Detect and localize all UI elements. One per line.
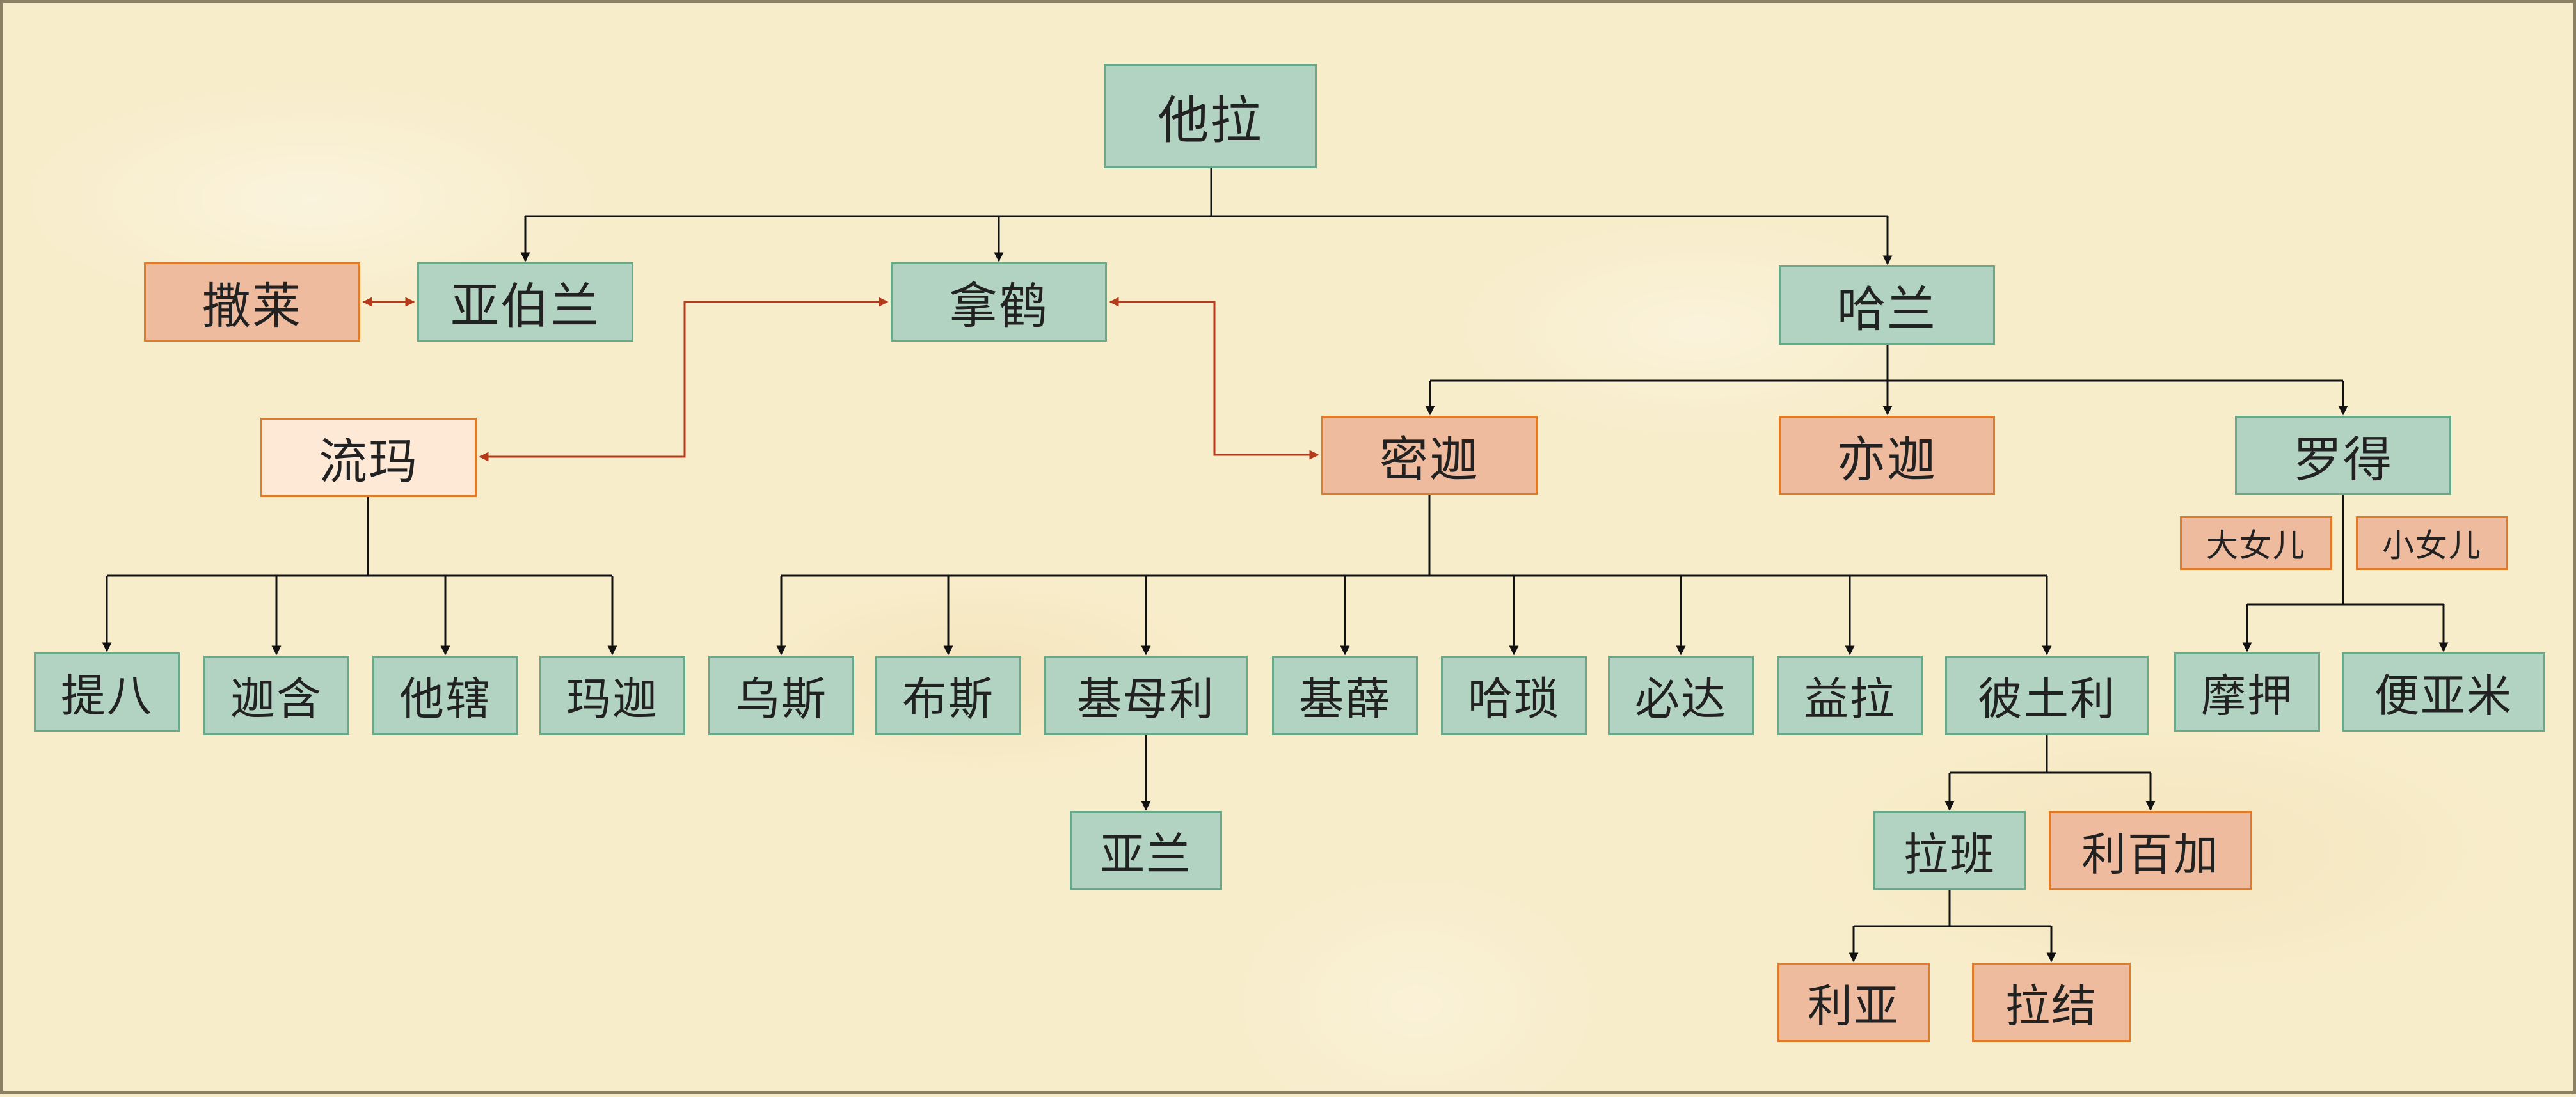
- node-reumah: 流玛: [260, 418, 477, 497]
- node-sarai: 撒莱: [144, 262, 360, 342]
- connector-layer: [102, 168, 2449, 963]
- node-milcah: 密迦: [1321, 416, 1538, 495]
- node-pildash: 必达: [1608, 656, 1754, 735]
- node-nahor: 拿鹤: [891, 262, 1107, 342]
- node-uz: 乌斯: [708, 656, 854, 735]
- node-leah: 利亚: [1777, 963, 1930, 1042]
- node-kemuel: 基母利: [1044, 656, 1248, 735]
- node-lot-elder-daughter: 大女儿: [2180, 516, 2332, 570]
- node-rachel: 拉结: [1972, 963, 2131, 1042]
- node-hazo: 哈琐: [1441, 656, 1587, 735]
- node-abram: 亚伯兰: [417, 262, 633, 342]
- node-gaham: 迦含: [203, 656, 349, 735]
- marriage-nahor-milcah: [1109, 297, 1319, 460]
- node-buz: 布斯: [875, 656, 1021, 735]
- node-rebekah: 利百加: [2049, 811, 2252, 890]
- node-laban: 拉班: [1873, 811, 2026, 890]
- node-maacah: 玛迦: [539, 656, 685, 735]
- node-aram: 亚兰: [1070, 811, 1222, 890]
- node-benammi: 便亚米: [2342, 652, 2545, 732]
- node-iscah: 亦迦: [1779, 416, 1995, 495]
- node-jidlaph: 益拉: [1777, 656, 1923, 735]
- node-lot: 罗得: [2235, 416, 2451, 495]
- node-moab: 摩押: [2174, 652, 2320, 732]
- node-haran: 哈兰: [1779, 265, 1995, 345]
- node-tebah: 提八: [34, 652, 180, 732]
- node-terah: 他拉: [1104, 64, 1317, 168]
- node-lot-younger-daughter: 小女儿: [2356, 516, 2508, 570]
- node-bethuel: 彼土利: [1945, 656, 2149, 735]
- marriage-reumah-nahor: [479, 297, 889, 462]
- node-chesed: 基薛: [1272, 656, 1418, 735]
- node-tahash: 他辖: [372, 656, 518, 735]
